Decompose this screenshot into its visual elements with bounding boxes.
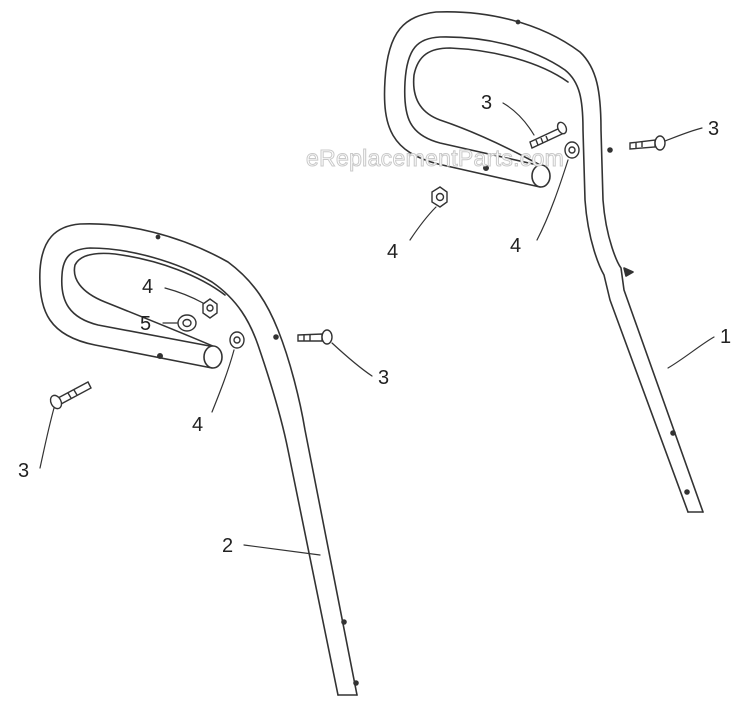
- nut-left-lower: [229, 331, 245, 349]
- handle-part-1: [383, 10, 704, 513]
- handle-1-tube-end: [531, 164, 551, 188]
- callout-part-4-upper-middle: 4: [510, 235, 521, 257]
- handle-1-arrow-mark: [623, 267, 634, 277]
- nut-upper-middle: [564, 141, 580, 159]
- bolt-upper-right: [629, 135, 666, 151]
- leader-part-4-upper-middle: [536, 159, 569, 241]
- handle-2-hole-upper: [273, 334, 279, 340]
- callout-part-4-left-lower: 4: [192, 414, 203, 436]
- leader-part-3-top-middle: [502, 102, 535, 136]
- callout-labels: 1 2 3 3 3 3 4 4 4 4 5: [18, 92, 731, 557]
- handle-1-hole-top: [515, 19, 521, 25]
- callout-part-3-top-right: 3: [708, 118, 719, 140]
- leader-part-3-top-right: [664, 127, 703, 142]
- handle-2-hole-middle: [341, 619, 347, 625]
- callout-part-3-left: 3: [18, 460, 29, 482]
- bolt-upper-middle: [529, 121, 568, 149]
- handle-part-2: [39, 223, 359, 696]
- leader-part-4-left-top: [164, 287, 204, 304]
- callout-part-3-top-middle: 3: [481, 92, 492, 114]
- leader-part-3-left: [39, 407, 55, 469]
- handle-2-inner-loop: [73, 252, 226, 348]
- bolt-lower-left: [49, 381, 92, 410]
- nut-upper-left: [431, 186, 448, 208]
- bolt-middle-right: [297, 329, 333, 345]
- handle-2-tube-end: [203, 345, 223, 369]
- handle-1-hole-middle: [670, 430, 676, 436]
- handle-1-inner-loop: [412, 47, 569, 167]
- watermark-text: eReplacementParts.com: [306, 145, 564, 171]
- handle-1-outer-edge: [383, 10, 704, 513]
- handle-2-hole-top: [155, 234, 161, 240]
- leader-lines: [39, 102, 715, 556]
- leader-part-4-left-lower: [211, 349, 235, 413]
- nut-left-top: [202, 298, 218, 319]
- callout-part-1: 1: [720, 326, 731, 348]
- handle-2-hole-tube: [157, 352, 164, 359]
- handle-1-hole-lower: [684, 489, 690, 495]
- leader-part-2: [243, 544, 321, 556]
- handle-1-inner-edge: [403, 36, 689, 513]
- leader-part-4-upper-left: [409, 206, 437, 241]
- washer: [177, 314, 197, 332]
- callout-part-5: 5: [140, 313, 151, 335]
- leader-part-1: [667, 336, 715, 369]
- handle-1-hole-upper: [607, 147, 613, 153]
- handle-1-hole-tube: [482, 165, 489, 172]
- callout-part-4-left-top: 4: [142, 276, 153, 298]
- callout-part-4-upper-left: 4: [387, 241, 398, 263]
- callout-part-2: 2: [222, 535, 233, 557]
- handle-2-outer-edge: [39, 223, 358, 696]
- leader-part-3-mid-right: [331, 342, 373, 377]
- handle-2-inner-edge: [60, 247, 339, 696]
- callout-part-3-mid-right: 3: [378, 367, 389, 389]
- handle-2-hole-lower: [353, 680, 359, 686]
